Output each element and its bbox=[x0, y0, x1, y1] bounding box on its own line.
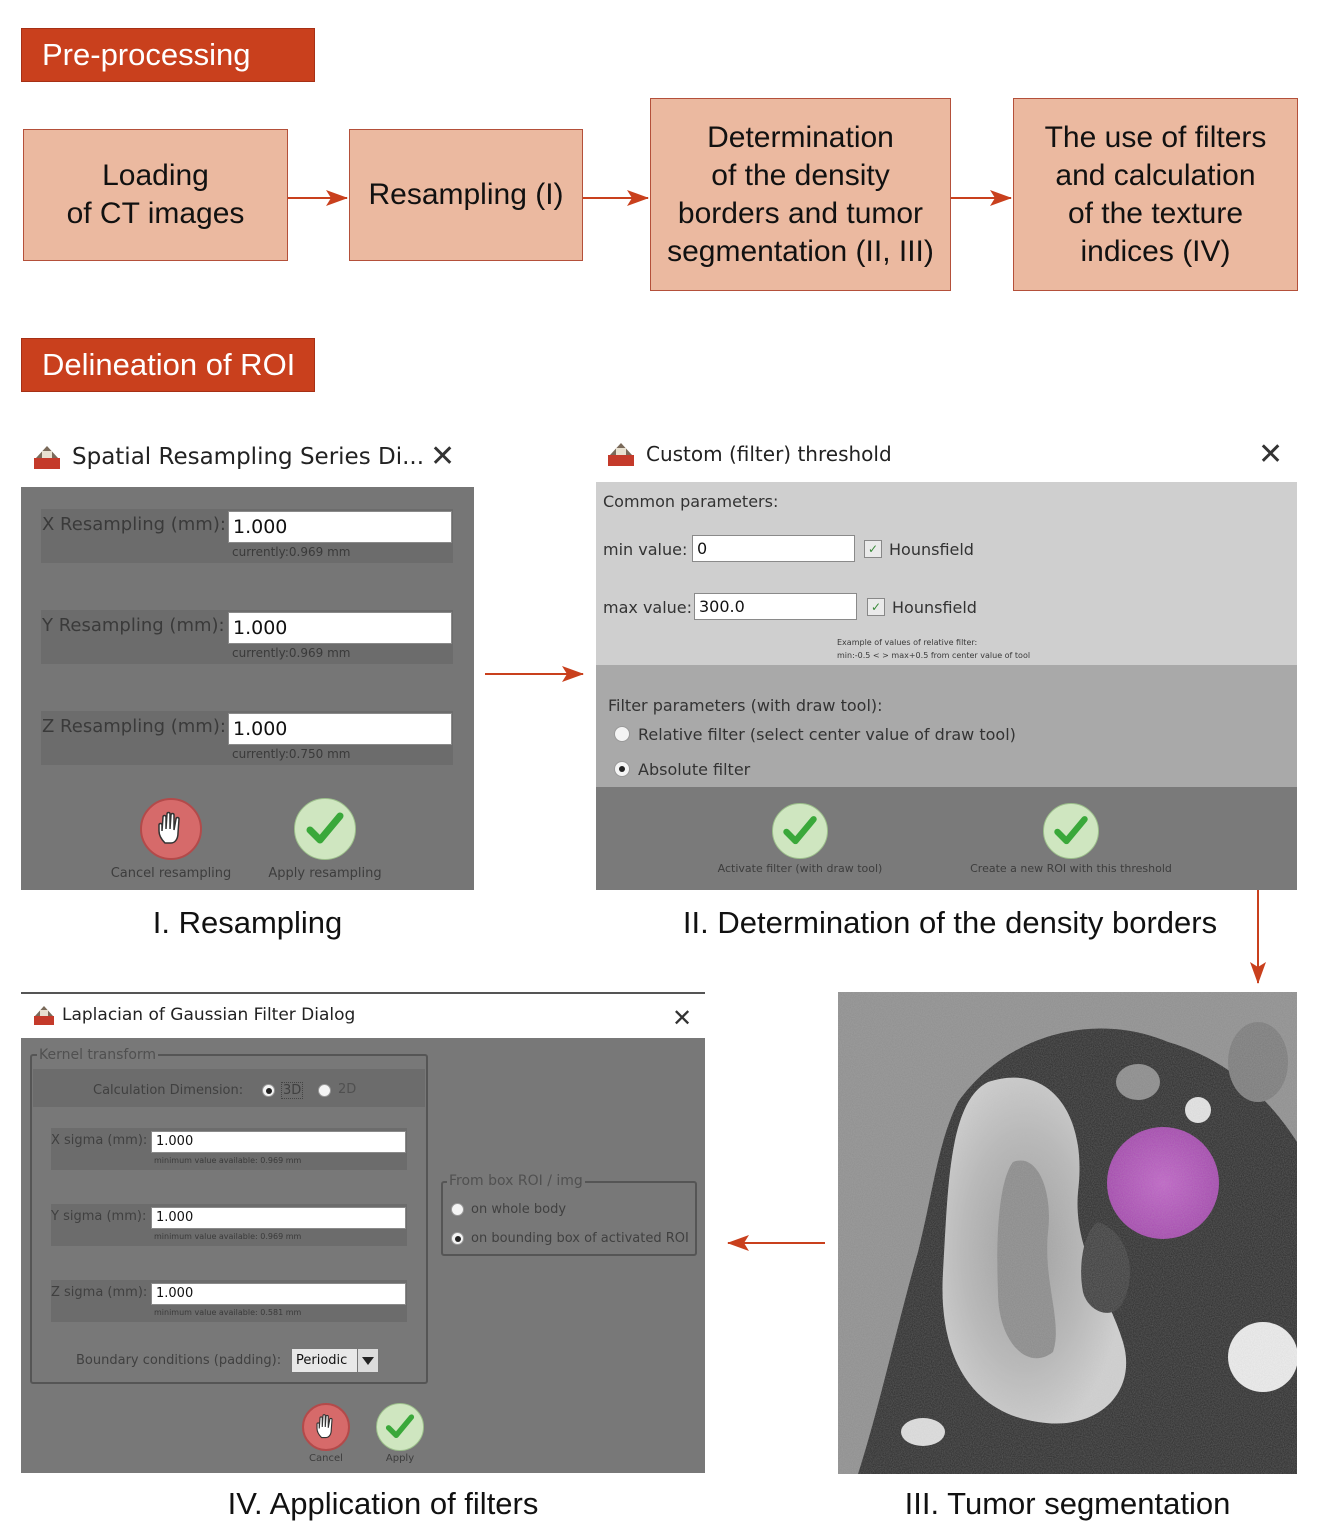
log-panel: Kernel transform Calculation Dimension: … bbox=[21, 1038, 705, 1473]
flow-step-loading: Loading of CT images bbox=[23, 129, 288, 261]
resampling-title: Spatial Resampling Series Di... bbox=[72, 444, 425, 470]
ct-noise bbox=[838, 992, 1297, 1474]
x-resampling-input[interactable]: 1.000 bbox=[228, 511, 452, 543]
resampling-close-icon[interactable]: ✕ bbox=[430, 439, 456, 474]
threshold-title-bar: Custom (filter) threshold bbox=[606, 438, 892, 470]
apply-resampling-button[interactable] bbox=[294, 798, 356, 860]
bounding-box-label: on bounding box of activated ROI bbox=[471, 1231, 689, 1246]
create-roi-label: Create a new ROI with this threshold bbox=[970, 862, 1172, 875]
app-icon bbox=[32, 1003, 56, 1027]
example-line-2: min:-0.5 < > max+0.5 from center value o… bbox=[837, 651, 1031, 660]
apply-label: Apply bbox=[385, 1453, 415, 1464]
dimension-2d-radio[interactable] bbox=[318, 1084, 331, 1097]
z-resampling-label: Z Resampling (mm): bbox=[42, 716, 226, 737]
calc-dimension-row bbox=[33, 1069, 425, 1107]
y-sigma-min: minimum value available: 0.969 mm bbox=[154, 1232, 302, 1241]
cancel-resampling-button[interactable] bbox=[140, 798, 202, 860]
app-icon bbox=[32, 442, 62, 472]
resampling-panel: X Resampling (mm): 1.000 currently:0.969… bbox=[21, 487, 474, 890]
filter-parameters-section bbox=[596, 665, 1297, 787]
log-title: Laplacian of Gaussian Filter Dialog bbox=[62, 1005, 356, 1025]
ct-scan-image bbox=[838, 992, 1297, 1474]
absolute-filter-radio[interactable] bbox=[614, 761, 630, 777]
bounding-box-radio[interactable] bbox=[451, 1232, 464, 1245]
y-sigma-input[interactable]: 1.000 bbox=[151, 1207, 406, 1229]
max-value-input[interactable]: 300.0 bbox=[694, 593, 857, 620]
cancel-label: Cancel bbox=[309, 1453, 343, 1464]
common-parameters-label: Common parameters: bbox=[603, 492, 779, 511]
activate-filter-label: Activate filter (with draw tool) bbox=[717, 862, 883, 875]
z-sigma-input[interactable]: 1.000 bbox=[151, 1283, 406, 1305]
log-top-border bbox=[21, 992, 705, 994]
flow-step-resampling: Resampling (I) bbox=[349, 129, 583, 261]
cancel-button[interactable] bbox=[302, 1403, 350, 1451]
caption-tumor: III. Tumor segmentation bbox=[904, 1486, 1231, 1521]
whole-body-label: on whole body bbox=[471, 1202, 567, 1217]
calc-dimension-label: Calculation Dimension: bbox=[93, 1083, 244, 1098]
whole-body-radio[interactable] bbox=[451, 1203, 464, 1216]
log-close-icon[interactable]: ✕ bbox=[672, 1004, 693, 1032]
threshold-close-icon[interactable]: ✕ bbox=[1258, 437, 1284, 472]
threshold-title: Custom (filter) threshold bbox=[646, 442, 892, 466]
delineation-tag: Delineation of ROI bbox=[21, 338, 315, 392]
x-sigma-min: minimum value available: 0.969 mm bbox=[154, 1156, 302, 1165]
dimension-3d-radio[interactable] bbox=[262, 1084, 275, 1097]
create-roi-button[interactable] bbox=[1043, 803, 1099, 859]
threshold-button-bar bbox=[596, 787, 1297, 890]
checkmark-icon bbox=[306, 812, 344, 844]
hounsfield-max-label: Hounsfield bbox=[892, 598, 977, 617]
hounsfield-min-label: Hounsfield bbox=[889, 540, 974, 559]
threshold-panel: Common parameters: min value: 0 ✓ Hounsf… bbox=[596, 482, 1297, 890]
app-icon bbox=[606, 439, 636, 469]
y-resampling-current: currently:0.969 mm bbox=[232, 646, 351, 660]
y-resampling-input[interactable]: 1.000 bbox=[228, 612, 452, 644]
relative-filter-label: Relative filter (select center value of … bbox=[638, 725, 1016, 744]
chevron-down-icon[interactable] bbox=[357, 1348, 379, 1373]
z-sigma-min: minimum value available: 0.581 mm bbox=[154, 1308, 302, 1317]
x-resampling-current: currently:0.969 mm bbox=[232, 545, 351, 559]
max-value-label: max value: bbox=[603, 598, 693, 617]
checkmark-icon bbox=[783, 816, 817, 845]
x-sigma-label: X sigma (mm): bbox=[51, 1133, 148, 1148]
x-resampling-label: X Resampling (mm): bbox=[42, 514, 226, 535]
example-line-1: Example of values of relative filter: bbox=[837, 638, 978, 647]
dimension-3d-label: 3D bbox=[281, 1082, 304, 1099]
box-roi-label: From box ROI / img bbox=[447, 1173, 585, 1189]
z-resampling-current: currently:0.750 mm bbox=[232, 747, 351, 761]
caption-resampling: I. Resampling bbox=[152, 905, 343, 940]
z-sigma-label: Z sigma (mm): bbox=[51, 1285, 148, 1300]
log-title-bar: Laplacian of Gaussian Filter Dialog bbox=[32, 1000, 355, 1030]
stop-hand-icon bbox=[158, 811, 180, 844]
apply-resampling-label: Apply resampling bbox=[268, 866, 382, 881]
filter-parameters-label: Filter parameters (with draw tool): bbox=[608, 696, 883, 715]
checkmark-icon bbox=[1054, 816, 1088, 845]
resampling-title-bar: Spatial Resampling Series Di... bbox=[32, 441, 424, 473]
stop-hand-icon bbox=[316, 1414, 333, 1439]
activate-filter-button[interactable] bbox=[772, 803, 828, 859]
min-value-label: min value: bbox=[603, 540, 688, 559]
dimension-2d-label: 2D bbox=[338, 1082, 357, 1097]
checkmark-icon bbox=[385, 1414, 415, 1439]
kernel-transform-group bbox=[30, 1054, 428, 1384]
cancel-resampling-label: Cancel resampling bbox=[110, 866, 232, 881]
y-sigma-label: Y sigma (mm): bbox=[51, 1209, 147, 1224]
z-resampling-input[interactable]: 1.000 bbox=[228, 713, 452, 745]
hounsfield-max-checkbox[interactable]: ✓ bbox=[867, 598, 885, 616]
kernel-transform-label: Kernel transform bbox=[37, 1047, 159, 1063]
flow-step-density: Determination of the density borders and… bbox=[650, 98, 951, 291]
caption-filters: IV. Application of filters bbox=[227, 1486, 539, 1521]
x-sigma-input[interactable]: 1.000 bbox=[151, 1131, 406, 1153]
absolute-filter-label: Absolute filter bbox=[638, 760, 751, 779]
relative-filter-radio[interactable] bbox=[614, 726, 630, 742]
flow-step-filters: The use of filters and calculation of th… bbox=[1013, 98, 1298, 291]
preprocessing-tag: Pre-processing bbox=[21, 28, 315, 82]
boundary-label: Boundary conditions (padding): bbox=[76, 1353, 282, 1368]
hounsfield-min-checkbox[interactable]: ✓ bbox=[864, 540, 882, 558]
boundary-value: Periodic bbox=[296, 1353, 348, 1368]
apply-button[interactable] bbox=[376, 1403, 424, 1451]
caption-density: II. Determination of the density borders bbox=[682, 905, 1218, 940]
y-resampling-label: Y Resampling (mm): bbox=[42, 615, 225, 636]
min-value-input[interactable]: 0 bbox=[692, 535, 855, 562]
